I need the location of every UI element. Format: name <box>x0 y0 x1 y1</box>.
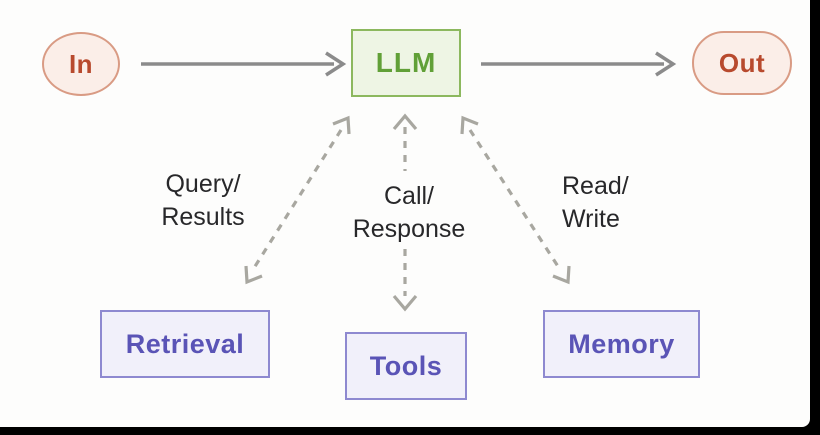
edge-label-query-results: Query/ Results <box>128 168 278 234</box>
arrow-llm-retrieval <box>244 115 351 285</box>
arrowhead-up-left-icon <box>460 115 479 135</box>
node-retrieval: Retrieval <box>100 310 270 378</box>
arrowhead-up-icon <box>392 113 418 131</box>
edge-label-line: Results <box>161 203 245 231</box>
node-memory-label: Memory <box>568 328 675 359</box>
edge-label-line: Query/ <box>165 170 241 198</box>
arrowhead-down-right-icon <box>552 265 571 285</box>
node-tools: Tools <box>345 332 467 400</box>
edge-label-line: Read/ <box>562 172 629 200</box>
node-llm: LLM <box>351 29 461 97</box>
node-retrieval-label: Retrieval <box>125 328 245 359</box>
node-out-label: Out <box>718 47 766 78</box>
node-out: Out <box>692 31 792 95</box>
node-in: In <box>42 32 120 96</box>
arrowhead-right-icon <box>325 51 347 77</box>
arrowhead-right-icon <box>655 51 677 77</box>
arrow-layer <box>141 51 677 312</box>
arrow-llm-to-out <box>481 51 677 77</box>
edge-label-call-response: Call/ Response <box>324 180 494 246</box>
edge-label-line: Write <box>562 205 620 233</box>
edge-label-read-write: Read/ Write <box>562 170 692 236</box>
arrowhead-down-icon <box>392 294 418 312</box>
arrow-in-to-llm <box>141 51 347 77</box>
node-in-label: In <box>68 48 94 79</box>
node-llm-label: LLM <box>375 47 437 78</box>
arrowhead-down-left-icon <box>244 265 263 285</box>
edge-label-line: Call/ <box>383 182 434 210</box>
arrow-llm-memory <box>460 115 571 285</box>
node-tools-label: Tools <box>369 350 443 381</box>
diagram-canvas: In LLM Out Retrieval Tools Memory Query/… <box>0 0 810 427</box>
node-memory: Memory <box>543 310 700 378</box>
arrowhead-up-right-icon <box>332 115 351 135</box>
edge-label-line: Response <box>352 215 466 243</box>
arrow-llm-tools <box>392 113 418 312</box>
